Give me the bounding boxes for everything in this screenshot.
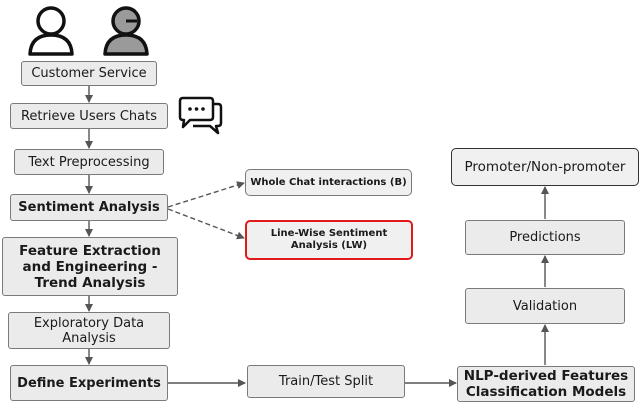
chat-bubbles-icon xyxy=(178,96,223,135)
define-experiments-node: Define Experiments xyxy=(10,365,168,401)
train-test-split-node: Train/Test Split xyxy=(247,365,405,398)
predictions-node: Predictions xyxy=(465,220,625,255)
validation-label: Validation xyxy=(512,298,578,314)
text-preprocessing-label: Text Preprocessing xyxy=(28,154,150,170)
define-experiments-label: Define Experiments xyxy=(17,375,161,391)
sentiment-analysis-label: Sentiment Analysis xyxy=(18,200,160,215)
whole-chat-label: Whole Chat interactions (B) xyxy=(250,176,407,188)
exploratory-analysis-label: Exploratory Data Analysis xyxy=(33,315,145,346)
promoter-node: Promoter/Non-promoter xyxy=(451,148,639,186)
train-test-split-label: Train/Test Split xyxy=(278,374,374,389)
text-preprocessing-node: Text Preprocessing xyxy=(14,149,164,175)
feature-extraction-label: Feature Extraction and Engineering - Tre… xyxy=(19,242,161,291)
sentiment-analysis-node: Sentiment Analysis xyxy=(10,194,168,221)
validation-node: Validation xyxy=(465,288,625,324)
line-wise-node: Line-Wise Sentiment Analysis (LW) xyxy=(245,220,413,260)
line-wise-label: Line-Wise Sentiment Analysis (LW) xyxy=(270,228,388,251)
predictions-label: Predictions xyxy=(509,230,581,245)
user-icon xyxy=(28,6,74,56)
nlp-models-node: NLP-derived Features Classification Mode… xyxy=(457,366,635,402)
retrieve-chats-label: Retrieve Users Chats xyxy=(20,108,157,124)
nlp-models-label: NLP-derived Features Classification Mode… xyxy=(463,368,629,400)
promoter-label: Promoter/Non-promoter xyxy=(464,158,626,175)
exploratory-analysis-node: Exploratory Data Analysis xyxy=(8,312,170,349)
arrow-sentiment-linewise xyxy=(167,208,245,240)
customer-service-label: Customer Service xyxy=(31,66,147,81)
arrow-sentiment-whole xyxy=(167,181,245,208)
whole-chat-node: Whole Chat interactions (B) xyxy=(245,169,412,196)
customer-service-node: Customer Service xyxy=(21,61,157,86)
retrieve-chats-node: Retrieve Users Chats xyxy=(10,103,168,129)
feature-extraction-node: Feature Extraction and Engineering - Tre… xyxy=(2,237,178,296)
agent-icon xyxy=(103,6,149,56)
